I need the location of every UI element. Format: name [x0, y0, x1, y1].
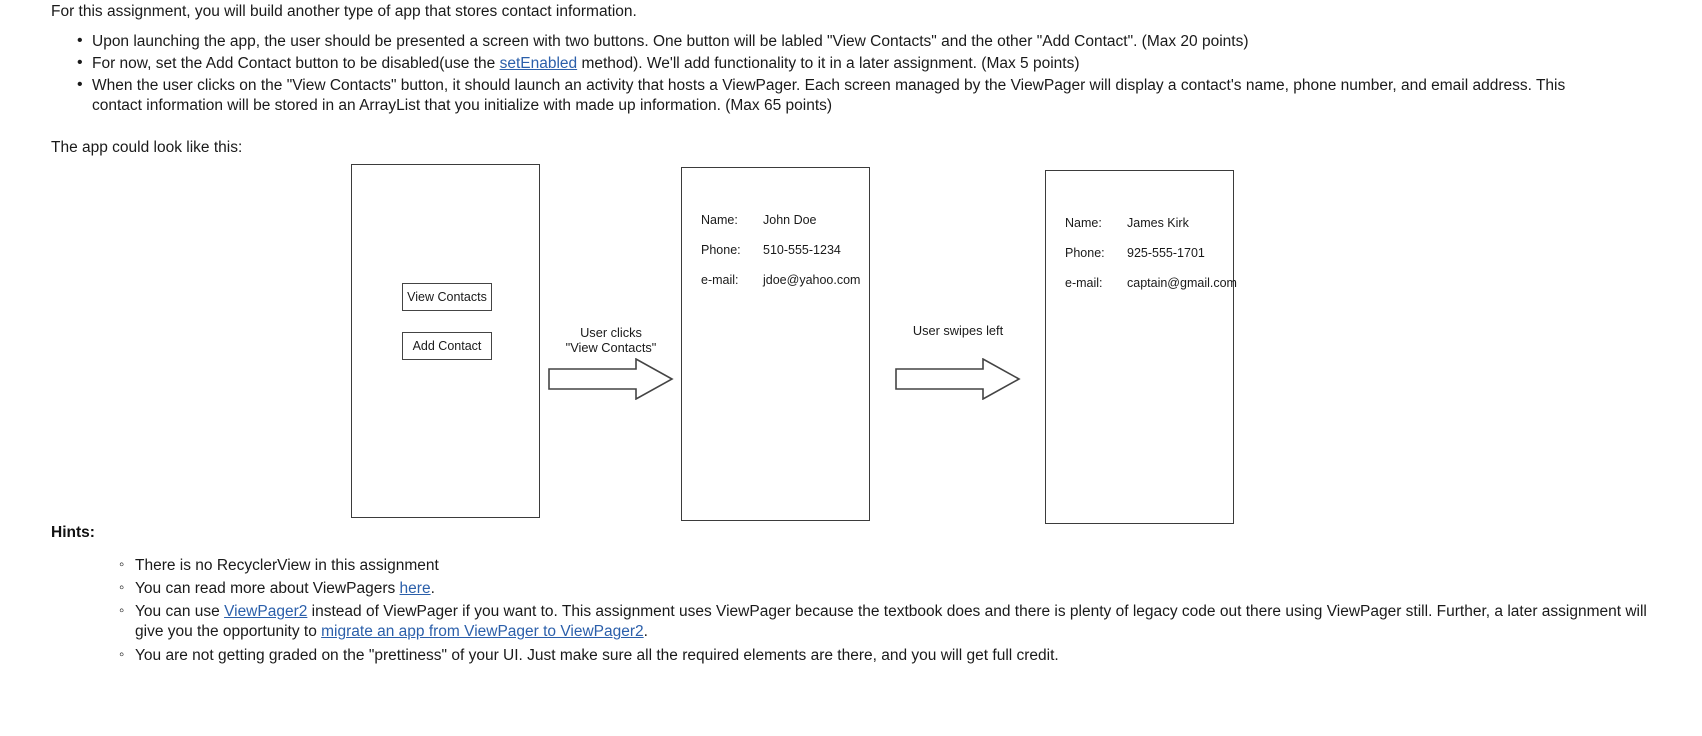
- contact-label: Name:: [1065, 216, 1102, 230]
- hint-text-pre: You can use: [135, 603, 225, 621]
- contact-value: captain@gmail.com: [1127, 276, 1237, 290]
- hint-text-end: .: [643, 623, 648, 641]
- hint-item-2: You can read more about ViewPagers here.: [95, 578, 1655, 599]
- contact-row-email: e-mail: captain@gmail.com: [1065, 275, 1237, 305]
- contact-detail-list-2: Name: James Kirk Phone: 925-555-1701 e-m…: [1065, 215, 1237, 305]
- requirement-item-1: Upon launching the app, the user should …: [51, 31, 1551, 52]
- contact-row-name: Name: John Doe: [701, 212, 871, 242]
- hint-text: There is no RecyclerView in this assignm…: [135, 557, 439, 574]
- contact-row-phone: Phone: 510-555-1234: [701, 242, 871, 272]
- caption-line-1: User swipes left: [912, 323, 1004, 338]
- caption-user-swipes: User swipes left: [893, 323, 1023, 338]
- requirement-text: Upon launching the app, the user should …: [92, 33, 1249, 50]
- contact-detail-list-1: Name: John Doe Phone: 510-555-1234 e-mai…: [701, 212, 871, 302]
- hint-text-post: .: [430, 580, 435, 598]
- arrow-right-icon-2: [895, 358, 1021, 400]
- phone-mockup-contact-1: Name: John Doe Phone: 510-555-1234 e-mai…: [681, 167, 870, 521]
- requirement-item-3: When the user clicks on the "View Contac…: [51, 75, 1582, 116]
- contact-value: John Doe: [763, 213, 817, 227]
- contact-label: Phone:: [1065, 246, 1105, 260]
- requirements-list: Upon launching the app, the user should …: [51, 31, 1565, 119]
- set-enabled-link[interactable]: setEnabled: [499, 55, 578, 73]
- requirement-text: When the user clicks on the "View Contac…: [92, 77, 1566, 115]
- hint-text: You are not getting graded on the "prett…: [135, 646, 1059, 664]
- contact-label: e-mail:: [1065, 276, 1103, 290]
- contact-label: e-mail:: [701, 273, 739, 287]
- requirement-item-2: For now, set the Add Contact button to b…: [51, 53, 1551, 74]
- hint-text-pre: You can read more about ViewPagers: [135, 580, 400, 598]
- diagram-lead-in: The app could look like this:: [51, 139, 243, 156]
- contact-label: Name:: [701, 213, 738, 227]
- requirement-text-pre: For now, set the Add Contact button to b…: [92, 55, 500, 73]
- caption-user-clicks: User clicks "View Contacts": [546, 325, 676, 355]
- contact-value: jdoe@yahoo.com: [763, 273, 861, 287]
- migrate-app-link[interactable]: migrate an app from ViewPager to ViewPag…: [321, 623, 644, 641]
- here-link[interactable]: here: [399, 580, 431, 598]
- contact-label: Phone:: [701, 243, 741, 257]
- arrow-right-icon-1: [548, 358, 674, 400]
- mock-add-contact-button[interactable]: Add Contact: [402, 332, 492, 360]
- mock-view-contacts-button[interactable]: View Contacts: [402, 283, 492, 311]
- hint-item-1: There is no RecyclerView in this assignm…: [95, 555, 1655, 576]
- contact-value: 510-555-1234: [763, 243, 841, 257]
- hints-heading: Hints:: [51, 524, 95, 541]
- intro-paragraph: For this assignment, you will build anot…: [51, 3, 637, 20]
- caption-line-2: "View Contacts": [565, 340, 657, 355]
- hint-item-4: You are not getting graded on the "prett…: [95, 645, 1655, 666]
- phone-mockup-contact-2: Name: James Kirk Phone: 925-555-1701 e-m…: [1045, 170, 1237, 524]
- hints-list: There is no RecyclerView in this assignm…: [95, 555, 1655, 669]
- requirement-text-post: method). We'll add functionality to it i…: [577, 55, 1080, 73]
- hint-item-3: You can use ViewPager2 instead of ViewPa…: [95, 601, 1655, 642]
- caption-line-1: User clicks: [580, 325, 642, 340]
- contact-row-phone: Phone: 925-555-1701: [1065, 245, 1235, 275]
- contact-value: James Kirk: [1127, 216, 1189, 230]
- phone-mockup-home: View Contacts Add Contact: [351, 164, 540, 518]
- viewpager2-link[interactable]: ViewPager2: [224, 603, 308, 621]
- contact-row-email: e-mail: jdoe@yahoo.com: [701, 272, 871, 302]
- contact-value: 925-555-1701: [1127, 246, 1205, 260]
- contact-row-name: Name: James Kirk: [1065, 215, 1235, 245]
- hint-text-mid: instead of ViewPager if you want to. Thi…: [135, 603, 1647, 641]
